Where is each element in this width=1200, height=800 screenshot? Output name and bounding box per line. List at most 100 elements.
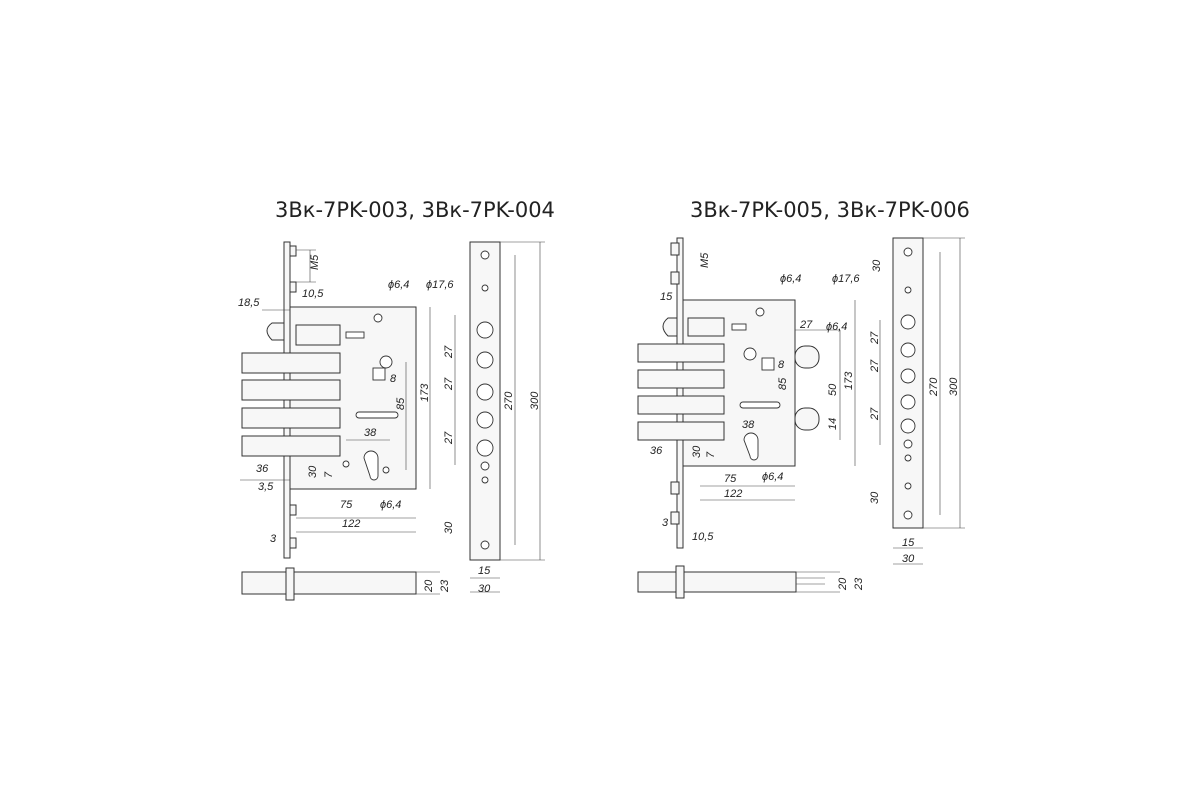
right-dim-15-a: 15 bbox=[660, 291, 673, 303]
right-dim-75: 75 bbox=[724, 473, 737, 485]
left-dim-phi-17-6: ϕ17,6 bbox=[426, 279, 454, 291]
left-strike-hole-1 bbox=[476, 321, 494, 339]
right-strike-hole-5 bbox=[900, 418, 916, 434]
right-screw-tab-bottom bbox=[670, 511, 680, 525]
left-dim-15: 15 bbox=[478, 565, 491, 577]
right-section-face bbox=[675, 565, 685, 599]
left-strike-hole-2 bbox=[476, 351, 494, 369]
right-dim-50: 50 bbox=[827, 383, 839, 396]
right-dim-30-a: 30 bbox=[871, 259, 883, 272]
left-strike-hole-c bbox=[481, 476, 489, 484]
right-hook-2 bbox=[794, 407, 820, 431]
right-dim-30-c: 30 bbox=[869, 491, 881, 504]
left-dim-phi-6-4-top: ϕ6,4 bbox=[388, 279, 409, 291]
title-right: 3Вк-7PK-005, 3Вк-7PK-006 bbox=[690, 198, 970, 222]
right-dim-122: 122 bbox=[724, 488, 742, 500]
right-dim-27-d: 27 bbox=[869, 407, 881, 421]
left-strike-hole-b bbox=[480, 461, 490, 471]
left-slot bbox=[345, 331, 365, 339]
right-strike-hole-c bbox=[904, 454, 912, 462]
left-screw-tab-bottom bbox=[289, 537, 297, 549]
left-dim-27-b: 27 bbox=[443, 377, 455, 391]
right-dim-36: 36 bbox=[650, 445, 663, 457]
right-dim-27-a: 27 bbox=[799, 319, 813, 331]
right-dim-30-d: 30 bbox=[902, 553, 915, 565]
right-dim-3: 3 bbox=[662, 517, 669, 529]
left-hole-6-4-top bbox=[373, 313, 383, 323]
right-spindle-hole bbox=[743, 347, 757, 361]
left-cylinder-hole bbox=[363, 450, 379, 481]
left-dim-85: 85 bbox=[395, 397, 407, 410]
right-latch bbox=[662, 317, 678, 337]
left-strike-hole-a bbox=[481, 284, 489, 292]
left-bolt-2 bbox=[241, 379, 341, 401]
left-dim-27-a: 27 bbox=[443, 345, 455, 359]
right-slot bbox=[731, 323, 747, 331]
right-dim-10-5: 10,5 bbox=[692, 531, 714, 543]
right-dim-m5: M5 bbox=[699, 252, 711, 268]
left-section-face bbox=[285, 567, 295, 601]
right-strike-hole-d bbox=[904, 482, 912, 490]
left-dim-20: 20 bbox=[423, 579, 435, 593]
left-dim-3-5: 3,5 bbox=[258, 481, 274, 493]
left-dim-30-a: 30 bbox=[307, 465, 319, 478]
right-dim-phi-17-6: ϕ17,6 bbox=[832, 273, 860, 285]
title-left: 3Вк-7PK-003, 3Вк-7PK-004 bbox=[275, 198, 555, 222]
left-bolt-1 bbox=[241, 352, 341, 374]
right-dim-phi-6-4-mid: ϕ6,4 bbox=[826, 321, 847, 333]
right-dimension-labels: M5 15 ϕ6,4 ϕ17,6 30 27 ϕ6,4 27 27 27 8 8… bbox=[650, 252, 960, 591]
left-dim-8: 8 bbox=[390, 373, 397, 385]
left-strike-hole-3 bbox=[476, 383, 494, 401]
right-screw-tab-3 bbox=[670, 481, 680, 495]
left-section-case bbox=[293, 571, 417, 595]
right-dim-270: 270 bbox=[928, 377, 940, 397]
right-strike-screw-bottom bbox=[903, 510, 913, 520]
left-square-hole bbox=[372, 367, 386, 381]
left-screw-tab-top bbox=[289, 245, 297, 257]
right-strike-hole-4 bbox=[900, 394, 916, 410]
left-bolt-top bbox=[295, 324, 341, 346]
left-strike-hole-4 bbox=[476, 411, 494, 429]
right-dim-7: 7 bbox=[705, 451, 717, 458]
right-strike-screw-top bbox=[903, 247, 913, 257]
left-dim-300: 300 bbox=[529, 391, 541, 410]
left-tab bbox=[289, 281, 297, 293]
left-dim-27-c: 27 bbox=[443, 431, 455, 445]
right-dim-15-b: 15 bbox=[902, 537, 915, 549]
left-dim-36: 36 bbox=[256, 463, 269, 475]
left-hole-a bbox=[342, 460, 350, 468]
right-dim-27-c: 27 bbox=[869, 359, 881, 373]
left-latch bbox=[266, 322, 285, 341]
right-bolt-2 bbox=[637, 369, 725, 389]
right-section-bolt bbox=[637, 571, 677, 593]
left-lock-drawing bbox=[240, 241, 545, 601]
left-strike-hole-5 bbox=[476, 439, 494, 457]
left-dim-m5: M5 bbox=[309, 254, 321, 270]
left-dim-23: 23 bbox=[439, 579, 451, 593]
left-dim-10-5: 10,5 bbox=[302, 288, 324, 300]
left-bolt-4 bbox=[241, 435, 341, 457]
left-dim-18-5: 18,5 bbox=[238, 297, 260, 309]
right-bolt-4 bbox=[637, 421, 725, 441]
left-hole-b bbox=[382, 466, 390, 474]
right-hole-6-4-top bbox=[755, 307, 765, 317]
left-long-slot bbox=[355, 411, 399, 419]
right-hook-1 bbox=[794, 345, 820, 369]
right-dim-14: 14 bbox=[827, 418, 839, 430]
left-dimension-labels: M5 10,5 18,5 ϕ6,4 ϕ17,6 27 27 27 8 85 17… bbox=[238, 254, 541, 595]
left-dim-38: 38 bbox=[364, 427, 377, 439]
left-dim-30-b: 30 bbox=[443, 521, 455, 534]
right-strike-hole-3 bbox=[900, 368, 916, 384]
left-dim-270: 270 bbox=[503, 391, 515, 411]
right-dim-phi-6-4-top: ϕ6,4 bbox=[780, 273, 801, 285]
left-strike-screw-top bbox=[480, 250, 490, 260]
right-dim-300: 300 bbox=[948, 377, 960, 396]
left-dim-122: 122 bbox=[342, 518, 360, 530]
right-bolt-top bbox=[687, 317, 725, 337]
right-dim-phi-6-4-bottom: ϕ6,4 bbox=[762, 471, 783, 483]
right-dim-8: 8 bbox=[778, 359, 785, 371]
right-strike-hole-a bbox=[904, 286, 912, 294]
left-tab-2 bbox=[289, 504, 297, 516]
left-dim-phi-6-4-bottom: ϕ6,4 bbox=[380, 499, 401, 511]
